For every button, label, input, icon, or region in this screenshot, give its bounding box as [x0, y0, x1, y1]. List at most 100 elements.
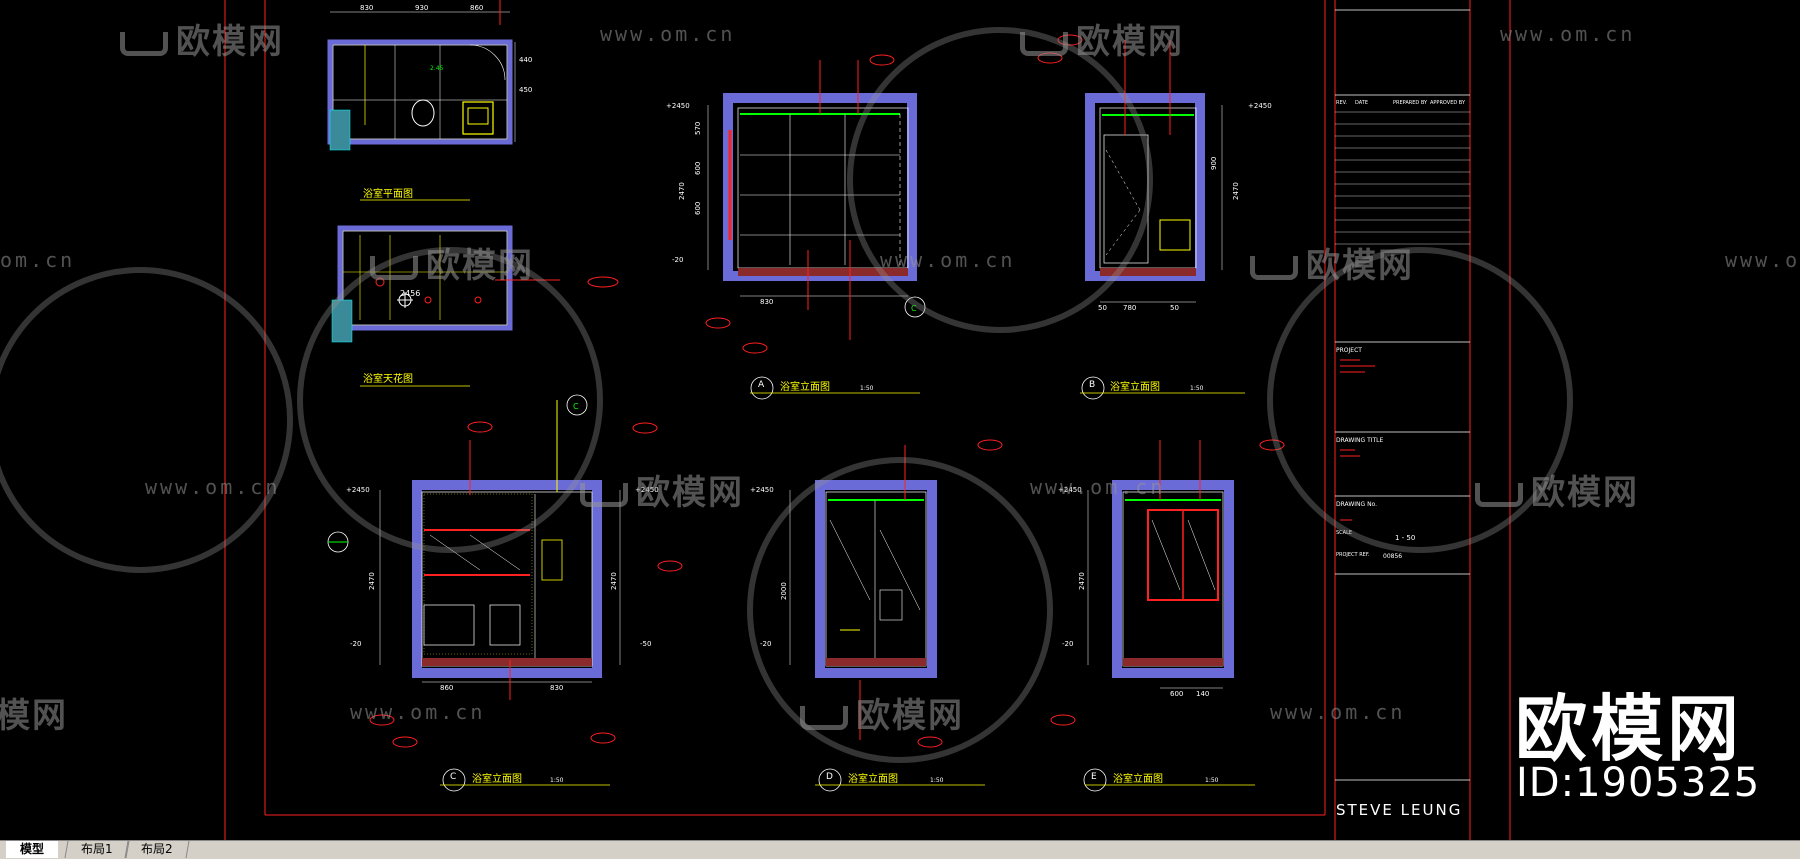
svg-text:E: E	[1091, 772, 1097, 782]
svg-text:DRAWING No.: DRAWING No.	[1336, 501, 1377, 508]
svg-text:600: 600	[694, 162, 702, 175]
layout-tab-bar: 模型 布局1 布局2	[0, 840, 1800, 859]
watermark-brand: 欧模网	[120, 14, 284, 63]
model-id: ID:1905325	[1516, 760, 1761, 806]
svg-text:-20: -20	[1062, 640, 1073, 648]
svg-text:930: 930	[415, 4, 428, 12]
svg-text:+2450: +2450	[635, 486, 659, 494]
watermark-brand: 欧模网	[1250, 238, 1414, 287]
svg-text:2470: 2470	[368, 572, 376, 590]
watermark-brand: 欧模网	[800, 688, 964, 737]
svg-text:+2450: +2450	[750, 486, 774, 494]
svg-text:900: 900	[1210, 157, 1218, 170]
watermark-url: www.om.cn	[1500, 22, 1636, 46]
svg-text:2000: 2000	[780, 582, 788, 600]
watermark-brand: 欧模网	[1475, 465, 1639, 514]
elev-d-title: 浴室立面图	[848, 772, 898, 785]
elev-e-title: 浴室立面图	[1113, 772, 1163, 785]
svg-text:-20: -20	[350, 640, 361, 648]
elevation-d: +2450 -20 2000 D 浴室立面图 1:50	[750, 439, 1003, 792]
elevation-b: +2450 2470 900 50 780 50 B 浴室立面图 1:50	[1037, 34, 1272, 400]
svg-text:C: C	[450, 772, 456, 782]
svg-text:1:50: 1:50	[1190, 385, 1204, 392]
elevation-e: +2450 -20 2470 600 140 E 浴室立面图 1:50	[1050, 439, 1285, 792]
cad-drawing[interactable]: REV. DATE PREPARED BY APPROVED BY PROJEC	[0, 0, 1800, 840]
svg-text:50: 50	[1170, 304, 1179, 312]
watermark-url: www.om.cn	[1030, 475, 1166, 499]
svg-text:DRAWING TITLE: DRAWING TITLE	[1336, 437, 1384, 444]
svg-text:440: 440	[519, 56, 532, 64]
svg-text:2470: 2470	[1078, 572, 1086, 590]
svg-text:C: C	[911, 304, 917, 313]
watermark-brand: 欧模网	[1020, 14, 1184, 63]
svg-text:830: 830	[360, 4, 373, 12]
svg-text:PROJECT REF.: PROJECT REF.	[1336, 552, 1370, 558]
svg-text:DATE: DATE	[1355, 100, 1368, 106]
svg-text:-20: -20	[672, 256, 683, 264]
watermark-brand: 欧模网	[0, 696, 68, 736]
svg-text:1:50: 1:50	[1205, 777, 1219, 784]
svg-text:00856: 00856	[1383, 553, 1402, 560]
plan2-title: 浴室天花图	[363, 372, 413, 385]
svg-text:C: C	[573, 402, 579, 411]
watermark-brand: 欧模网	[370, 238, 534, 287]
svg-text:2456: 2456	[400, 289, 420, 298]
watermark-url: om.cn	[0, 248, 76, 272]
bath-ceiling-plan: 2456 浴室天花图	[331, 225, 619, 387]
svg-text:1:50: 1:50	[550, 777, 564, 784]
rev-header: REV.	[1336, 100, 1347, 106]
elevation-c: C +2450 +2450 -20 -50 2470 2470 860 830 …	[327, 394, 683, 792]
svg-text:860: 860	[470, 4, 483, 12]
svg-text:570: 570	[694, 122, 702, 135]
svg-text:+2450: +2450	[1248, 102, 1272, 110]
svg-text:2.45: 2.45	[430, 65, 444, 72]
watermark-url: www.om.cn	[1270, 700, 1406, 724]
cad-model-space[interactable]: REV. DATE PREPARED BY APPROVED BY PROJEC	[0, 0, 1800, 840]
svg-text:+2450: +2450	[666, 102, 690, 110]
svg-text:SCALE: SCALE	[1336, 530, 1352, 536]
svg-text:APPROVED BY: APPROVED BY	[1430, 100, 1466, 106]
svg-text:860: 860	[440, 684, 453, 692]
elevation-a: +2450 -20 570 600 600 2470 830 C A 浴室立面图…	[666, 54, 926, 400]
svg-text:50: 50	[1098, 304, 1107, 312]
svg-text:D: D	[826, 772, 833, 782]
svg-text:600: 600	[694, 202, 702, 215]
watermark-brand: 欧模网	[580, 465, 744, 514]
title-block: REV. DATE PREPARED BY APPROVED BY PROJEC	[1335, 9, 1470, 819]
svg-text:-20: -20	[760, 640, 771, 648]
sheet-frame	[224, 0, 1511, 840]
brand-logo-text: 欧模网	[1515, 687, 1744, 771]
tab-layout-2[interactable]: 布局2	[124, 841, 190, 858]
watermark-url: www.om.cn	[1725, 248, 1800, 272]
svg-text:2470: 2470	[1232, 182, 1240, 200]
svg-text:1:50: 1:50	[930, 777, 944, 784]
svg-text:+2450: +2450	[1058, 486, 1082, 494]
watermark-url: www.om.cn	[350, 700, 486, 724]
bath-floor-plan: 2.45 830 930 860 440 450 浴室平面图	[327, 0, 532, 201]
svg-text:1:50: 1:50	[860, 385, 874, 392]
svg-text:PREPARED BY: PREPARED BY	[1393, 100, 1428, 106]
svg-text:B: B	[1089, 380, 1095, 390]
svg-text:600: 600	[1170, 690, 1183, 698]
svg-text:140: 140	[1196, 690, 1209, 698]
svg-text:780: 780	[1123, 304, 1136, 312]
tab-model[interactable]: 模型	[6, 841, 59, 858]
svg-text:2470: 2470	[678, 182, 686, 200]
watermark-url: www.om.cn	[600, 22, 736, 46]
svg-text:A: A	[758, 380, 765, 390]
svg-text:PROJECT: PROJECT	[1336, 347, 1362, 354]
plan1-title: 浴室平面图	[363, 187, 413, 200]
elev-a-title: 浴室立面图	[780, 380, 830, 393]
watermark-url: www.om.cn	[145, 475, 281, 499]
tab-layout-1[interactable]: 布局1	[64, 841, 130, 858]
watermark-circles	[0, 27, 1573, 763]
designer-name: STEVE LEUNG	[1336, 801, 1462, 819]
svg-text:-50: -50	[640, 640, 651, 648]
svg-text:1 - 50: 1 - 50	[1395, 534, 1415, 542]
svg-text:+2450: +2450	[346, 486, 370, 494]
elev-b-title: 浴室立面图	[1110, 380, 1160, 393]
elev-c-title: 浴室立面图	[472, 772, 522, 785]
svg-text:2470: 2470	[610, 572, 618, 590]
svg-text:450: 450	[519, 86, 532, 94]
svg-text:830: 830	[760, 298, 773, 306]
